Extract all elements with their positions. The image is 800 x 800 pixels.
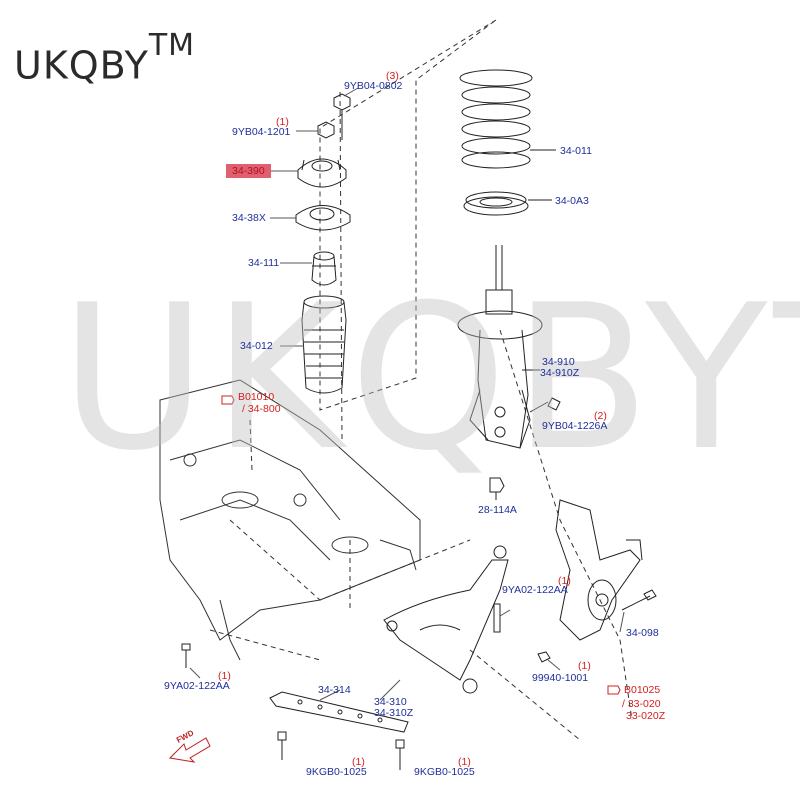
subframe <box>159 379 421 661</box>
qty-label: (1) <box>458 756 471 768</box>
part-label-9ya02-122aa-left: 9YA02-122AA <box>164 680 230 692</box>
ref-link-b01010[interactable]: B01010 <box>238 391 275 403</box>
part-label-28-114a: 28-114A <box>478 504 517 516</box>
brand-text: UKQBY <box>14 43 149 88</box>
top-nuts <box>317 93 351 140</box>
qty-label: (1) <box>352 756 365 768</box>
part-label-34-38x: 34-38X <box>232 212 266 224</box>
part-label-9yb04-1201: 9YB04-1201 <box>232 126 291 138</box>
part-label-9kgb0-1025-left: 9KGB0-1025 <box>306 766 367 778</box>
part-label-34-310: 34-310 <box>374 696 407 708</box>
part-label-9kgb0-1025-right: 9KGB0-1025 <box>414 766 475 778</box>
arm-bolt <box>493 603 501 633</box>
strut-bolt <box>529 397 561 413</box>
qty-label: (3) <box>386 70 399 82</box>
qty-label: (1) <box>218 670 231 682</box>
fwd-arrow <box>168 737 211 763</box>
part-label-34-011: 34-011 <box>560 145 592 157</box>
part-label-34-314: 34-314 <box>318 684 351 696</box>
lower-control-arm <box>383 545 509 694</box>
qty-label: (1) <box>276 116 289 128</box>
bolt-28-114a <box>489 477 505 500</box>
bump-stop <box>311 251 337 286</box>
part-label-34-111: 34-111 <box>248 257 280 269</box>
stiffener-plate <box>269 691 409 733</box>
spring-seat <box>463 191 552 216</box>
part-label-9ya02-122aa-right: 9YA02-122AA <box>502 584 568 596</box>
steering-knuckle <box>555 499 643 641</box>
knuckle-bolt <box>621 589 657 611</box>
ref-link-b01025[interactable]: B01025 <box>624 684 661 696</box>
part-label-34-098: 34-098 <box>626 627 659 639</box>
plate-bolts <box>181 643 405 770</box>
qty-label: (2) <box>594 410 607 422</box>
part-label-99940-1001: 99940-1001 <box>532 672 589 684</box>
part-label-34-0a3: 34-0A3 <box>555 195 589 207</box>
qty-label: (1) <box>558 575 571 587</box>
part-label-34-910: 34-910 <box>542 356 575 368</box>
part-label-34-390-highlighted[interactable]: 34-390 <box>226 164 271 178</box>
leader-lines <box>189 87 625 701</box>
part-label-9yb04-1226a: 9YB04-1226A <box>542 420 608 432</box>
coil-spring <box>459 69 556 169</box>
qty-label: (1) <box>578 660 591 672</box>
strut-assembly <box>457 245 543 449</box>
ref-hand-icon <box>221 395 621 695</box>
strut-bearing <box>295 205 351 231</box>
part-label-34-910z: 34-910Z <box>540 367 580 379</box>
ref-link-33-020[interactable]: / 33-020 <box>622 698 661 710</box>
strut-mount <box>297 158 347 188</box>
dust-boot <box>301 295 347 394</box>
ref-link-33-020z[interactable]: 33-020Z <box>626 710 666 722</box>
ref-link-34-800[interactable]: / 34-800 <box>242 403 281 415</box>
brand-tm: TM <box>148 28 196 63</box>
ball-joint-nut <box>537 651 551 663</box>
part-label-34-012: 34-012 <box>240 340 273 352</box>
part-label-34-310z: 34-310Z <box>374 707 414 719</box>
brand-logo: UKQBYTM <box>14 28 195 88</box>
part-label-9yb04-0802: 9YB04-0802 <box>344 80 403 92</box>
